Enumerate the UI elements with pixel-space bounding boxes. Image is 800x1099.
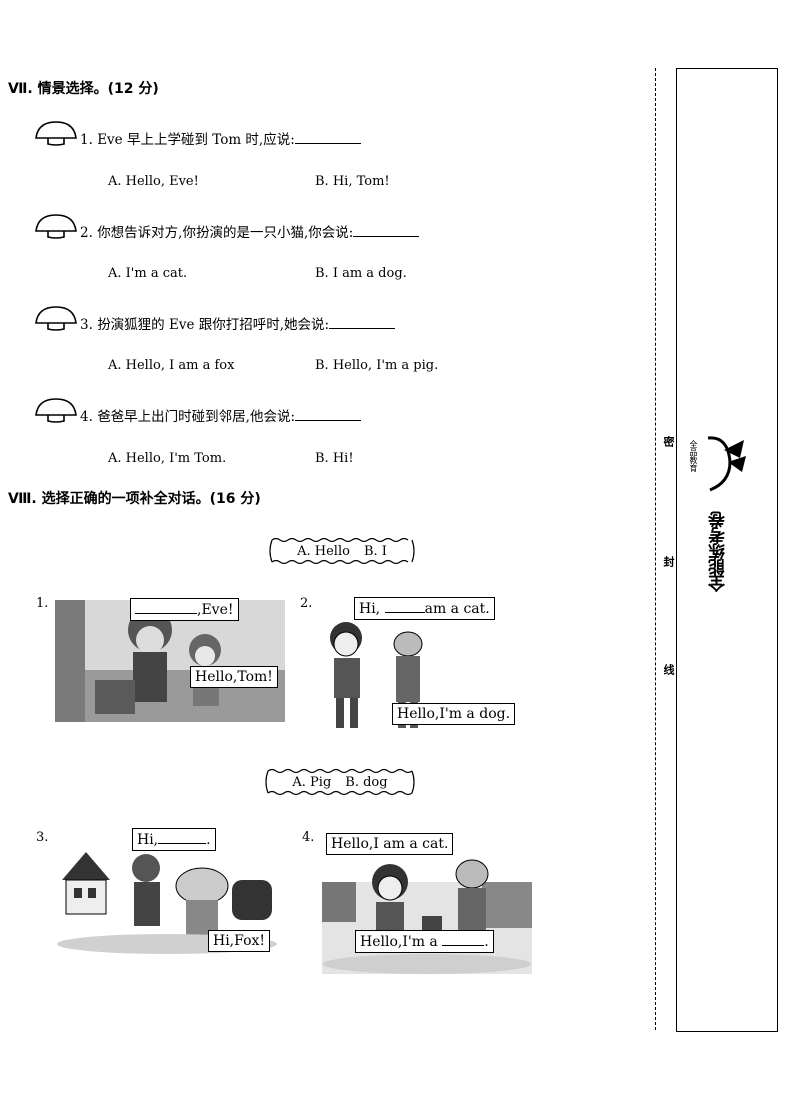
scene-image: [322, 859, 532, 974]
option-a[interactable]: A. I'm a cat.: [108, 266, 188, 281]
logo-text: 全品教育: [689, 440, 698, 472]
section7-heading: Ⅶ. 情景选择。(12 分): [8, 81, 159, 97]
speech-bubble: Hi,.: [132, 828, 216, 851]
question-3: 3. 扮演狐狸的 Eve 跟你打招呼时,她会说:: [80, 313, 396, 333]
speech-bubble: Hello,I'm a dog.: [392, 703, 516, 725]
publisher-logo-icon: [707, 436, 746, 492]
option-a[interactable]: A. Hello, Eve!: [108, 174, 199, 189]
mushroom-answer-icon[interactable]: [34, 120, 80, 146]
speech-bubble: ,Eve!: [130, 598, 239, 621]
word-option: B. I: [363, 543, 387, 559]
mushroom-answer-icon[interactable]: [34, 397, 80, 423]
speech-bubble: Hello,I'm a .: [355, 930, 494, 953]
question-2: 2. 你想告诉对方,你扮演的是一只小猫,你会说:: [80, 221, 420, 241]
seal-label: 线: [660, 664, 676, 675]
option-a[interactable]: A. Hello, I'm Tom.: [108, 451, 227, 466]
answer-blank[interactable]: [158, 830, 207, 844]
speech-bubble: Hi, am a cat.: [354, 597, 495, 620]
answer-blank[interactable]: [353, 222, 420, 237]
word-option: A. Hello: [297, 543, 350, 559]
option-a[interactable]: A. Hello, I am a fox: [108, 358, 235, 373]
dialog-number: 2.: [300, 596, 313, 611]
answer-blank[interactable]: [442, 932, 485, 946]
question-1: 1. Eve 早上上学碰到 Tom 时,应说:: [80, 128, 361, 148]
word-option: B. dog: [345, 774, 388, 790]
word-option: A. Pig: [292, 774, 332, 790]
margin-panel: [676, 68, 778, 1032]
answer-blank[interactable]: [329, 314, 396, 329]
answer-blank[interactable]: [384, 599, 425, 613]
section8-heading: Ⅷ. 选择正确的一项补全对话。(16 分): [8, 491, 261, 507]
question-4: 4. 爸爸早上出门时碰到邻居,他会说:: [80, 405, 362, 425]
dialog-number: 1.: [36, 596, 49, 611]
seal-label: 密: [660, 436, 676, 447]
dialog-number: 3.: [36, 830, 49, 845]
answer-blank[interactable]: [294, 129, 361, 144]
option-b[interactable]: B. I am a dog.: [315, 266, 407, 281]
mushroom-answer-icon[interactable]: [34, 213, 80, 239]
answer-blank[interactable]: [135, 600, 197, 614]
brand-title: 全能练考卷: [709, 512, 729, 592]
dialog-number: 4.: [302, 830, 315, 845]
option-b[interactable]: B. Hi, Tom!: [315, 174, 390, 189]
speech-bubble: Hello,I am a cat.: [326, 833, 454, 855]
seal-label: 封: [660, 556, 676, 567]
speech-bubble: Hi,Fox!: [208, 930, 271, 952]
answer-blank[interactable]: [295, 406, 362, 421]
word-bank-box: A. Pig B. dog: [262, 767, 418, 797]
seal-line: [655, 68, 656, 1030]
option-b[interactable]: B. Hello, I'm a pig.: [315, 358, 439, 373]
word-bank-box: A. Hello B. I: [266, 536, 418, 566]
option-b[interactable]: B. Hi!: [315, 451, 354, 466]
mushroom-answer-icon[interactable]: [34, 305, 80, 331]
speech-bubble: Hello,Tom!: [190, 666, 278, 688]
